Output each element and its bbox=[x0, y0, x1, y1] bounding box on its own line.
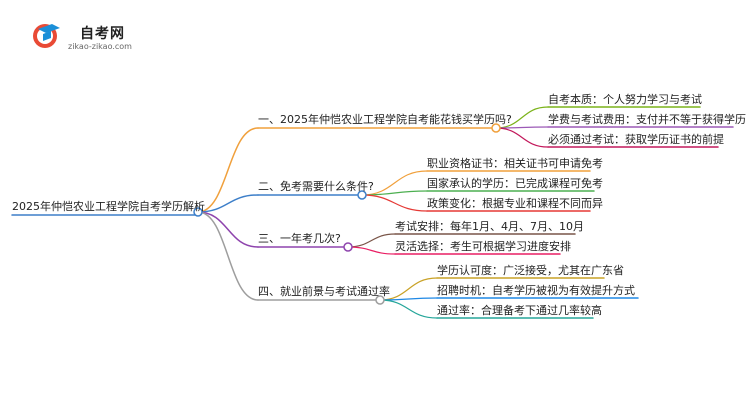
leaf-connector-3-1 bbox=[347, 233, 396, 248]
leaf-connector-1-3 bbox=[495, 127, 549, 148]
branch-connector-2 bbox=[197, 194, 259, 213]
branch-junction-dot-2 bbox=[357, 190, 367, 200]
leaf-node-4-2[interactable]: 招聘时机：自考学历被视为有效提升方式 bbox=[437, 284, 635, 297]
root-junction-dot bbox=[193, 207, 203, 217]
site-name: 自考网 bbox=[80, 26, 125, 42]
branch-connector-3 bbox=[197, 211, 259, 248]
branch-connector-1 bbox=[197, 127, 259, 213]
leaf-node-1-2[interactable]: 学费与考试费用：支付并不等于获得学历 bbox=[548, 113, 746, 126]
branch-connector-4 bbox=[197, 211, 259, 301]
branch-node-2[interactable]: 二、免考需要什么条件? bbox=[258, 180, 374, 193]
leaf-connector-2-3 bbox=[361, 194, 428, 212]
leaf-node-4-3[interactable]: 通过率：合理备考下通过几率较高 bbox=[437, 304, 602, 317]
leaf-node-4-1[interactable]: 学历认可度：广泛接受，尤其在广东省 bbox=[437, 264, 624, 277]
mindmap-root-node[interactable]: 2025年仲恺农业工程学院自考学历解析 bbox=[12, 200, 205, 213]
branch-node-3[interactable]: 三、一年考几次? bbox=[258, 232, 341, 245]
branch-junction-dot-3 bbox=[343, 242, 353, 252]
branch-node-4[interactable]: 四、就业前景与考试通过率 bbox=[258, 285, 390, 298]
leaf-connector-3-2 bbox=[347, 246, 396, 255]
site-logo[interactable]: 自考网 zikao-zikao.com bbox=[30, 20, 150, 51]
branch-junction-dot-4 bbox=[375, 295, 385, 305]
leaf-node-2-3[interactable]: 政策变化：根据专业和课程不同而异 bbox=[427, 197, 603, 210]
leaf-node-2-2[interactable]: 国家承认的学历：已完成课程可免考 bbox=[427, 177, 603, 190]
graduation-cap-logo-icon bbox=[33, 24, 60, 48]
leaf-node-3-1[interactable]: 考试安排：每年1月、4月、7月、10月 bbox=[395, 220, 584, 233]
site-url: zikao-zikao.com bbox=[68, 42, 132, 51]
branch-node-1[interactable]: 一、2025年仲恺农业工程学院自考能花钱买学历吗? bbox=[258, 113, 512, 126]
leaf-node-1-3[interactable]: 必须通过考试：获取学历证书的前提 bbox=[548, 133, 724, 146]
branch-junction-dot-1 bbox=[491, 123, 501, 133]
leaf-node-2-1[interactable]: 职业资格证书：相关证书可申请免考 bbox=[427, 157, 603, 170]
leaf-node-1-1[interactable]: 自考本质：个人努力学习与考试 bbox=[548, 93, 702, 106]
leaf-node-3-2[interactable]: 灵活选择：考生可根据学习进度安排 bbox=[395, 240, 571, 253]
leaf-connector-4-3 bbox=[379, 299, 438, 319]
